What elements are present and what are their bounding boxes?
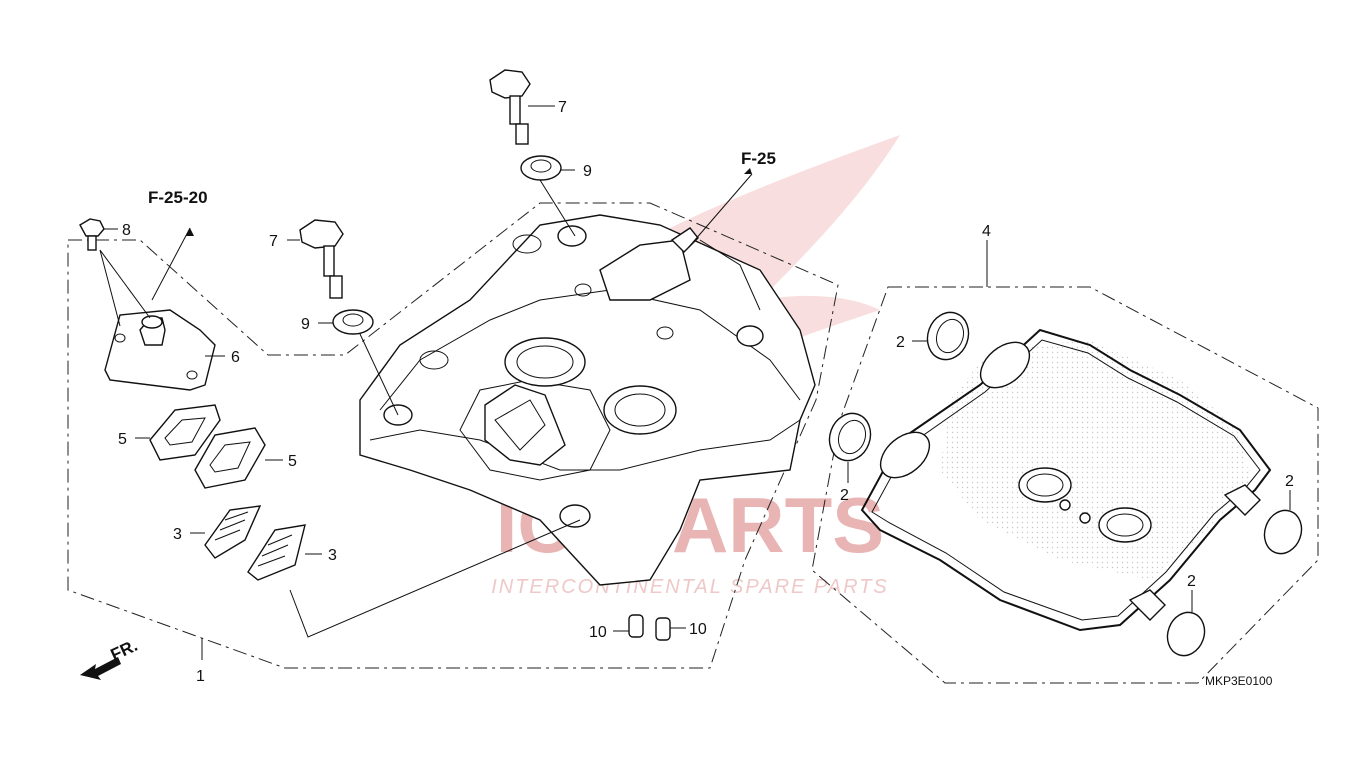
callout-10-right: 10: [689, 621, 707, 638]
plug-2-top: [926, 311, 970, 361]
washer-9-left: [332, 309, 374, 335]
plug-2-bottom: [1166, 611, 1206, 657]
baffle-plate-3-left: [204, 505, 262, 559]
callout-8: 8: [122, 222, 131, 239]
callout-6: 6: [231, 349, 240, 366]
gasket-5-left: [149, 404, 221, 461]
head-cover-gasket-4: [860, 328, 1272, 632]
callout-3-left: 3: [173, 526, 182, 543]
plug-2-right: [1263, 509, 1303, 555]
reference-f25-20: F-25-20: [148, 188, 208, 207]
callout-2-bottom: 2: [1187, 573, 1196, 590]
plug-2-left: [828, 412, 872, 462]
dowel-pin-10-right: [655, 617, 671, 641]
watermark-subtext: INTERCONTINENTAL SPARE PARTS: [491, 576, 889, 598]
cylinder-head-cover: [359, 214, 816, 586]
gasket-5-right: [194, 427, 266, 489]
callout-3-right: 3: [328, 547, 337, 564]
baffle-plate-3-right: [247, 524, 306, 581]
reference-f25: F-25: [741, 149, 776, 168]
callout-2-right: 2: [1285, 473, 1294, 490]
front-direction-marker: FR.: [80, 636, 141, 680]
callout-1: 1: [196, 668, 205, 685]
callout-5-left: 5: [118, 431, 127, 448]
assembly-1-outline: [67, 202, 839, 669]
callout-9-top: 9: [583, 163, 592, 180]
callout-10-left: 10: [589, 624, 607, 641]
callout-9-left: 9: [301, 316, 310, 333]
front-arrow-icon: [80, 657, 121, 680]
bolt-7-top: [489, 69, 531, 145]
callout-7-top: 7: [558, 99, 567, 116]
breather-cover-6: [104, 309, 216, 391]
diagram-code: MKP3E0100: [1205, 674, 1273, 688]
callout-7-left: 7: [269, 233, 278, 250]
leader-lines: [99, 105, 1291, 660]
bolt-7-left: [299, 219, 344, 299]
washer-9-top: [520, 155, 562, 181]
callout-5-right: 5: [288, 453, 297, 470]
callout-4: 4: [982, 223, 991, 240]
dowel-pin-10-left: [628, 614, 644, 638]
bolt-8: [79, 218, 105, 251]
callout-2-left: 2: [840, 487, 849, 504]
callout-2-top: 2: [896, 334, 905, 351]
assembly-4-outline: [811, 286, 1319, 684]
